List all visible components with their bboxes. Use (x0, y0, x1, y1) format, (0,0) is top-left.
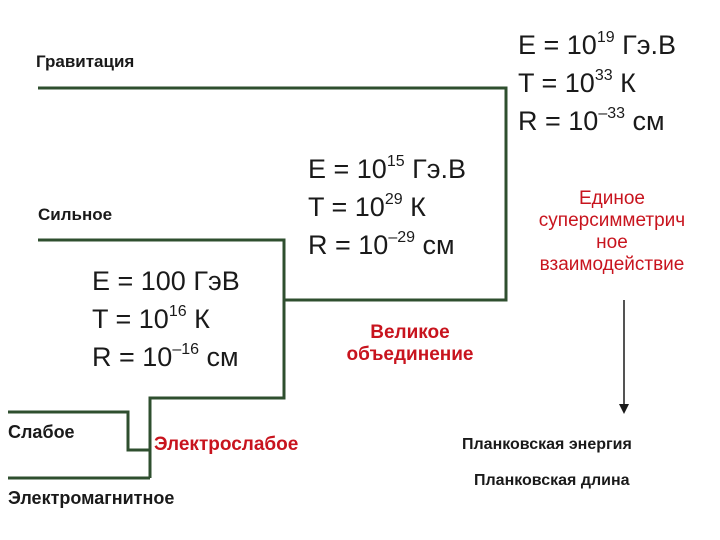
electroweak-parameters: E = 100 ГэВ T = 1016 К R = 10–16 см (92, 262, 240, 376)
electroweak-label: Электрослабое (154, 434, 299, 455)
planck-arrow-head (619, 404, 629, 414)
super-unification-label: Единое суперсимметрич ное взаимодействие (538, 188, 686, 275)
stage2-radius: R = 10–29 см (308, 229, 455, 261)
stage3-energy: E = 1019 Гэ.В (518, 29, 677, 61)
stage2-temperature: T = 1029 К (308, 191, 426, 223)
stage1-temperature: T = 1016 К (92, 303, 210, 335)
electroweak-merge-line (148, 300, 286, 450)
weak-label: Слабое (8, 422, 75, 442)
gravity-line (38, 86, 508, 175)
planck-length-label: Планковская длина (474, 472, 630, 489)
strong-label: Сильное (38, 205, 113, 224)
electromagnetic-label: Электромагнитное (8, 488, 175, 508)
stage3-temperature: T = 1033 К (518, 67, 636, 99)
stage1-energy: E = 100 ГэВ (92, 266, 240, 296)
stage2-energy: E = 1015 Гэ.В (308, 153, 467, 185)
stage1-radius: R = 10–16 см (92, 341, 239, 373)
grand-unification-parameters: E = 1015 Гэ.В T = 1029 К R = 10–29 см (308, 150, 466, 264)
strong-line (38, 238, 286, 300)
gravity-label: Гравитация (36, 52, 135, 71)
planck-energy-label: Планковская энергия (462, 436, 632, 453)
super-unification-parameters: E = 1019 Гэ.В T = 1033 К R = 10–33 см (518, 26, 676, 140)
stage3-radius: R = 10–33 см (518, 105, 665, 137)
grand-unification-line (284, 175, 508, 302)
weak-line (8, 410, 150, 452)
grand-unification-label: Великое объединение (346, 322, 474, 365)
